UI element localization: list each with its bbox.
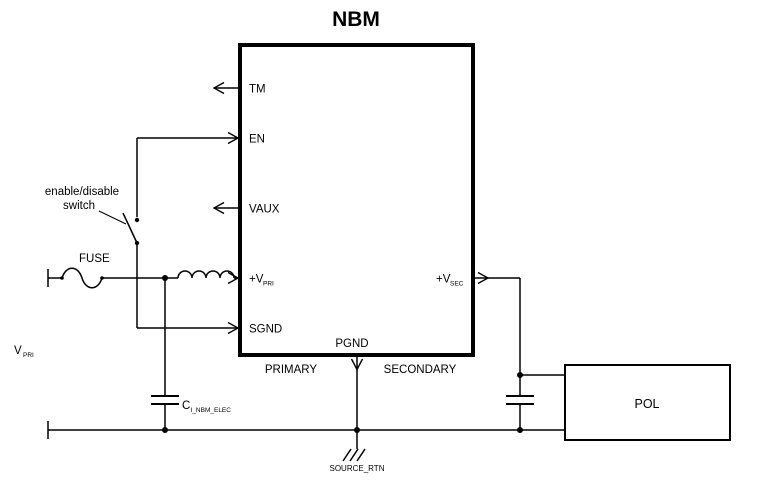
pol-block-outline bbox=[564, 364, 731, 441]
switch-lever bbox=[122, 212, 138, 244]
primary-side-label: PRIMARY bbox=[265, 364, 318, 376]
switch-label-line1: enable/disable bbox=[45, 186, 119, 198]
switch-contact-top bbox=[134, 217, 140, 223]
junction-dot bbox=[517, 427, 523, 433]
nbm-block-outline bbox=[238, 43, 475, 357]
pin-label-vsec: +V bbox=[436, 274, 451, 286]
switch-callout-line bbox=[98, 210, 127, 225]
vin-label-subscript: PRI bbox=[23, 352, 34, 359]
chassis-ground-icon bbox=[356, 448, 366, 462]
fuse-endpoint bbox=[60, 276, 64, 280]
arrow-left-icon bbox=[212, 81, 225, 95]
pin-label-vpri: +V bbox=[249, 274, 264, 286]
arrow-right-icon bbox=[227, 131, 240, 145]
fuse-label: FUSE bbox=[79, 253, 110, 265]
arrow-right-icon bbox=[227, 321, 240, 335]
pin-label-vpri-subscript: PRI bbox=[263, 281, 274, 288]
pin-label-tm: TM bbox=[249, 84, 266, 96]
chassis-ground-icon bbox=[342, 448, 352, 462]
pol-label: POL bbox=[634, 397, 659, 411]
chassis-ground-icon bbox=[349, 448, 359, 462]
fuse-symbol bbox=[61, 267, 103, 289]
diagram-title: NBM bbox=[332, 8, 380, 31]
junction-dot bbox=[354, 427, 360, 433]
output-circuit: SOURCE_RTN POL bbox=[330, 277, 731, 473]
input-cap-label: C bbox=[182, 400, 190, 412]
secondary-side-label: SECONDARY bbox=[384, 364, 457, 376]
input-circuit: FUSE enable/disable switch C I_NBM_ELEC … bbox=[14, 138, 565, 439]
arrow-left-icon bbox=[212, 201, 225, 215]
switch-label-line2: switch bbox=[63, 200, 95, 212]
fuse-endpoint bbox=[100, 276, 104, 280]
pin-label-vsec-subscript: SEC bbox=[450, 281, 464, 288]
pin-label-sgnd: SGND bbox=[249, 324, 282, 336]
pin-label-pgnd: PGND bbox=[335, 338, 368, 350]
pin-label-en: EN bbox=[249, 134, 265, 146]
input-cap-label-subscript: I_NBM_ELEC bbox=[191, 407, 232, 414]
inductor-symbol bbox=[177, 270, 235, 279]
pin-label-vaux: VAUX bbox=[249, 204, 280, 216]
vin-label: V bbox=[14, 345, 22, 357]
nbm-module-block: NBM bbox=[238, 8, 475, 357]
source-rtn-label: SOURCE_RTN bbox=[330, 464, 385, 473]
